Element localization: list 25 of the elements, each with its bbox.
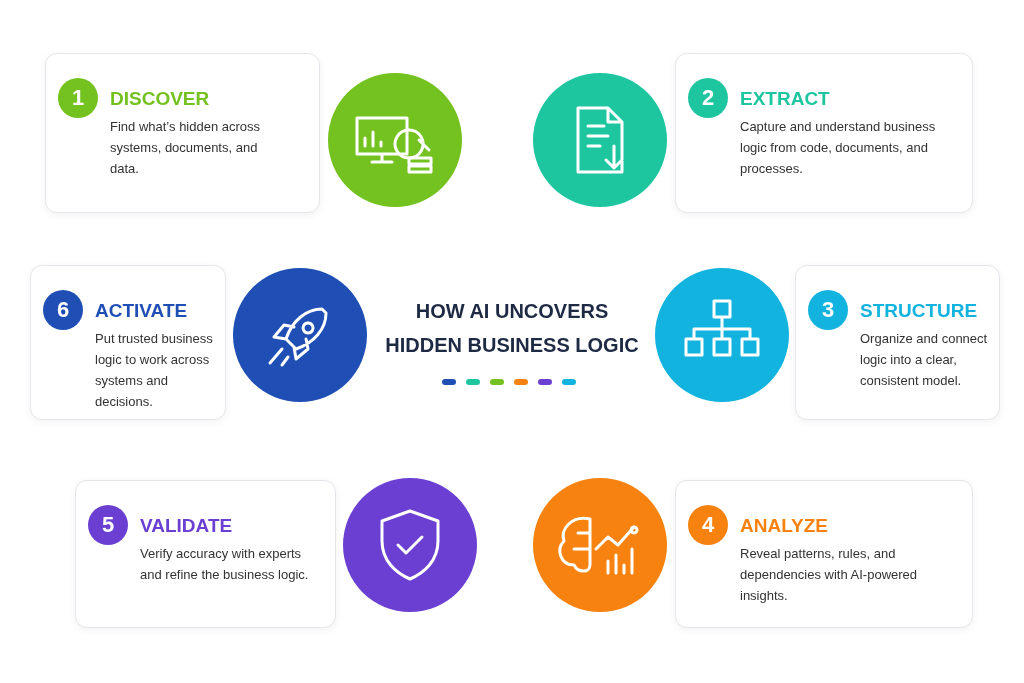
step-card: [675, 480, 973, 628]
step-card: [30, 265, 226, 420]
step-number-badge: 4: [688, 505, 728, 545]
step-number-badge: 2: [688, 78, 728, 118]
step-heading: STRUCTURE: [860, 300, 978, 322]
step-heading: ANALYZE: [740, 515, 828, 537]
step-heading: EXTRACT: [740, 88, 830, 110]
step-card: [675, 53, 973, 213]
diagram-title: HOW AI UNCOVERS HIDDEN BUSINESS LOGIC: [384, 299, 640, 358]
step-description: Verify accuracy with experts and refine the business logic.: [140, 545, 310, 584]
step-heading: ACTIVATE: [95, 300, 188, 322]
step-description: Find what’s hidden across systems, documents, and data.: [110, 118, 262, 178]
step-card: [45, 53, 320, 213]
step-number-badge: 1: [58, 78, 98, 118]
step-heading: VALIDATE: [140, 515, 233, 537]
step-description: Put trusted business logic to work across systems and decisions.: [95, 330, 214, 411]
step-card: [795, 265, 1000, 420]
step-number-badge: 5: [88, 505, 128, 545]
step-description: Reveal patterns, rules, and dependencies with AI-powered insights.: [740, 545, 919, 605]
step-card: [75, 480, 336, 628]
step-description: Organize and connect logic into a clear, consistent model.: [860, 330, 989, 390]
step-number-badge: 3: [808, 290, 848, 330]
step-number-badge: 6: [43, 290, 83, 330]
step-heading: DISCOVER: [110, 88, 210, 110]
step-description: Capture and understand business logic from code, documents, and processes.: [740, 118, 937, 178]
